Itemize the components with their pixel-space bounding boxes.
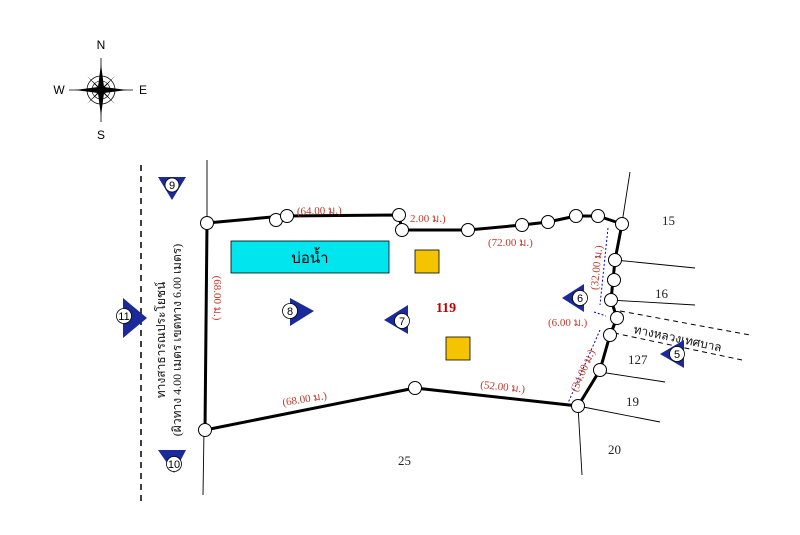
- dim-bottom-right: (52.00 ม.): [480, 379, 526, 396]
- dim-right-upper: (32.00 ม.): [589, 244, 606, 290]
- svg-text:9: 9: [169, 180, 175, 192]
- lot-127: 127: [628, 352, 648, 367]
- lot-25: 25: [398, 453, 411, 468]
- compass-west-label: W: [53, 83, 65, 97]
- dim-top-left: (64.00 ม.): [297, 204, 343, 218]
- svg-text:11: 11: [118, 311, 129, 323]
- compass-east-label: E: [139, 83, 147, 97]
- lot-16: 16: [655, 286, 669, 301]
- parcel-number: 119: [436, 301, 456, 316]
- compass-rose: N S E W: [53, 38, 147, 142]
- view-marker-5: 5: [660, 340, 685, 368]
- dim-top-right: (72.00 ม.): [488, 237, 533, 249]
- view-marker-9: 9: [158, 177, 186, 200]
- svg-text:10: 10: [168, 459, 180, 471]
- compass-north-label: N: [97, 38, 106, 52]
- view-marker-6: 6: [562, 284, 588, 312]
- dim-left: (68.00 ม.): [211, 276, 223, 321]
- pond-label: บ่อน้ำ: [291, 247, 328, 267]
- view-marker-10: 10: [158, 450, 186, 473]
- lot-19: 19: [626, 394, 639, 409]
- view-marker-8: 8: [282, 298, 314, 326]
- lot-20: 20: [608, 442, 621, 457]
- svg-text:6: 6: [577, 293, 583, 305]
- building-lower: [445, 336, 471, 361]
- west-road-label-line2: (ผิวทาง 4.00 เมตร เขตทาง 6.00 เมตร): [170, 244, 184, 436]
- dimension-arrows: [567, 227, 609, 404]
- boundary-markers: [198, 208, 629, 437]
- lot-15: 15: [662, 213, 675, 228]
- svg-text:8: 8: [287, 306, 293, 318]
- pond: [230, 240, 390, 274]
- view-marker-11: 11: [116, 298, 147, 338]
- dim-top-mid: 2.00 ม.): [410, 213, 446, 225]
- svg-text:5: 5: [674, 349, 680, 361]
- west-road-label-line1: ทางสาธารณประโยชน์: [154, 282, 168, 399]
- svg-text:7: 7: [399, 316, 405, 328]
- view-marker-7: 7: [384, 305, 410, 334]
- adjacent-lot-lines: [202, 160, 696, 496]
- building-upper: [414, 249, 440, 274]
- compass-south-label: S: [97, 128, 105, 142]
- west-road-label: ทางสาธารณประโยชน์ (ผิวทาง 4.00 เมตร เขตท…: [154, 244, 184, 436]
- dim-right-mid: (6.00 ม.): [548, 317, 588, 329]
